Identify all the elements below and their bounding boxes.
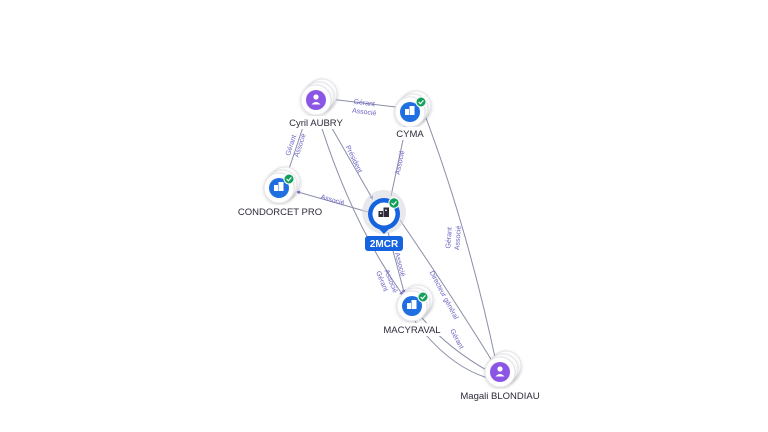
node-magali-blondiau[interactable]: Magali BLONDIAU (456, 350, 544, 402)
node-label: CONDORCET PRO (238, 207, 322, 218)
center-label-badge (365, 236, 403, 251)
edge-cyril-cyma[interactable]: Gérant Associé (329, 98, 406, 118)
person-icon (306, 90, 326, 110)
edge-label: Associé (352, 108, 377, 118)
edge-label: Gérant (353, 99, 375, 109)
node-2mcr[interactable]: 2MCR (362, 190, 406, 251)
building-icon (400, 102, 420, 122)
node-label: Cyril AUBRY (289, 118, 343, 129)
verified-check-icon (283, 173, 295, 185)
edge-label: Président (344, 145, 363, 175)
edge-label: Gérant (445, 227, 453, 249)
edge-label: Associé (395, 150, 407, 176)
node-label: 2MCR (370, 239, 399, 250)
building-icon (269, 178, 289, 198)
nodes-layer: Cyril AUBRY CYMA (236, 78, 544, 402)
building-icon (378, 207, 389, 217)
building-icon (402, 296, 422, 316)
edge-cyma-magali[interactable]: Gérant Associé (425, 117, 498, 364)
node-label: Magali BLONDIAU (460, 391, 539, 402)
verified-check-icon (388, 197, 400, 209)
node-cyma[interactable]: CYMA (393, 90, 432, 140)
verified-check-icon (417, 291, 429, 303)
node-macyraval[interactable]: MACYRAVAL (378, 284, 446, 336)
verified-check-icon (415, 96, 427, 108)
edge-label: Associé (320, 194, 346, 208)
person-icon (490, 362, 510, 382)
node-label: MACYRAVAL (383, 325, 440, 336)
node-cyril-aubry[interactable]: Cyril AUBRY (284, 78, 348, 129)
edge-label: Associé (454, 225, 463, 250)
edge-label: Gérant (448, 328, 464, 350)
node-condorcet-pro[interactable]: CONDORCET PRO (236, 166, 324, 218)
edge-label: Associé (393, 252, 406, 278)
node-label: CYMA (396, 129, 424, 140)
